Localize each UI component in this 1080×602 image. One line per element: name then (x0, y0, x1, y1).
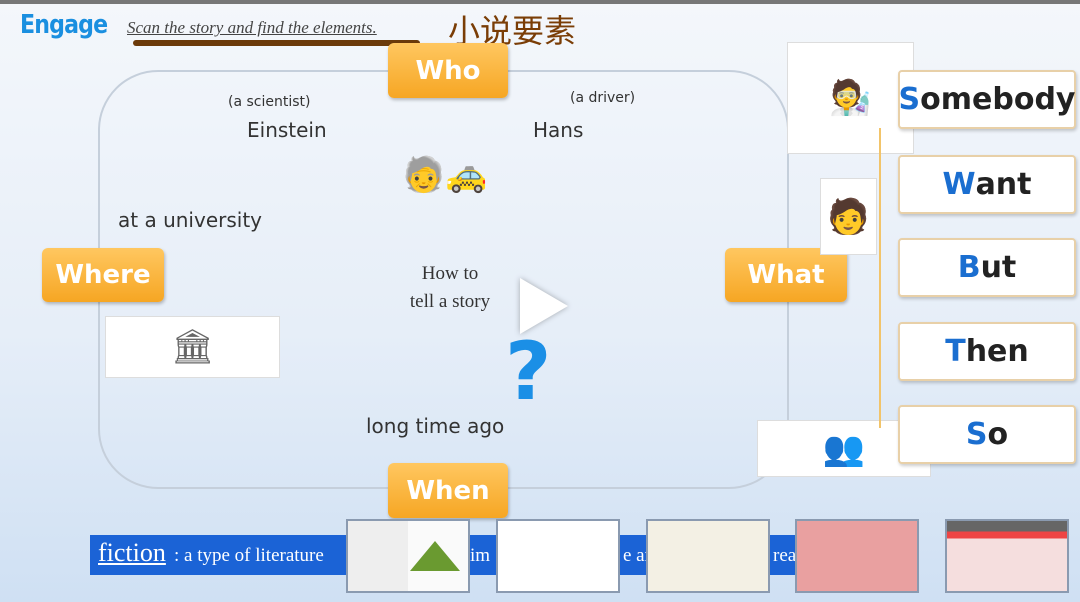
rest: omebody (920, 82, 1076, 117)
rest: hen (965, 334, 1029, 369)
fiction-fragment: im (470, 545, 491, 566)
slide-thumbnail[interactable] (496, 519, 620, 593)
fiction-definition: : a type of literature (174, 545, 324, 566)
where-label: Where (42, 248, 164, 302)
university-cartoon: 🏛 (105, 316, 280, 378)
driver-role: (a driver) (570, 90, 636, 106)
slide-title: Engage (20, 10, 108, 40)
question-mark: ? (505, 325, 552, 418)
when-label: When (388, 463, 508, 518)
slide-thumbnail[interactable] (795, 519, 919, 593)
slide-thumbnail[interactable] (646, 519, 770, 593)
play-icon[interactable] (520, 278, 568, 334)
pyramid-icon (410, 541, 460, 571)
where-detail: at a university (118, 208, 262, 232)
initial: S (965, 417, 988, 452)
rest: o (987, 417, 1009, 452)
initial: W (942, 167, 976, 202)
slide-thumbnail[interactable] (945, 519, 1069, 593)
underline-stroke (133, 40, 420, 46)
characters-cartoon: 🧑‍🔬 (787, 42, 914, 154)
center-text: How to tell a story (355, 260, 545, 316)
fiction-term: fiction (98, 538, 166, 567)
slide-thumbnail[interactable] (346, 519, 470, 593)
when-detail: long time ago (366, 414, 505, 438)
initial: B (957, 250, 981, 285)
einstein-hans-cartoon: 🧓🚕 (402, 156, 488, 194)
rest: ant (975, 167, 1032, 202)
rest: ut (980, 250, 1017, 285)
scientist-role: (a scientist) (228, 94, 311, 110)
who-label: Who (388, 43, 508, 98)
scientist-name: Einstein (247, 118, 327, 142)
speaker-cartoon: 🧑 (820, 178, 877, 255)
center-line2: tell a story (409, 291, 491, 312)
instruction-text: Scan the story and find the elements. (127, 18, 377, 37)
center-line1: How to (421, 263, 479, 284)
initial: T (945, 334, 966, 369)
sequence-connector (879, 128, 881, 428)
top-edge (0, 0, 1080, 4)
fiction-fragment: e ar (623, 545, 651, 566)
fiction-fragment: rea (773, 545, 797, 566)
what-label: What (725, 248, 847, 302)
initial: S (898, 82, 921, 117)
driver-name: Hans (533, 118, 584, 142)
